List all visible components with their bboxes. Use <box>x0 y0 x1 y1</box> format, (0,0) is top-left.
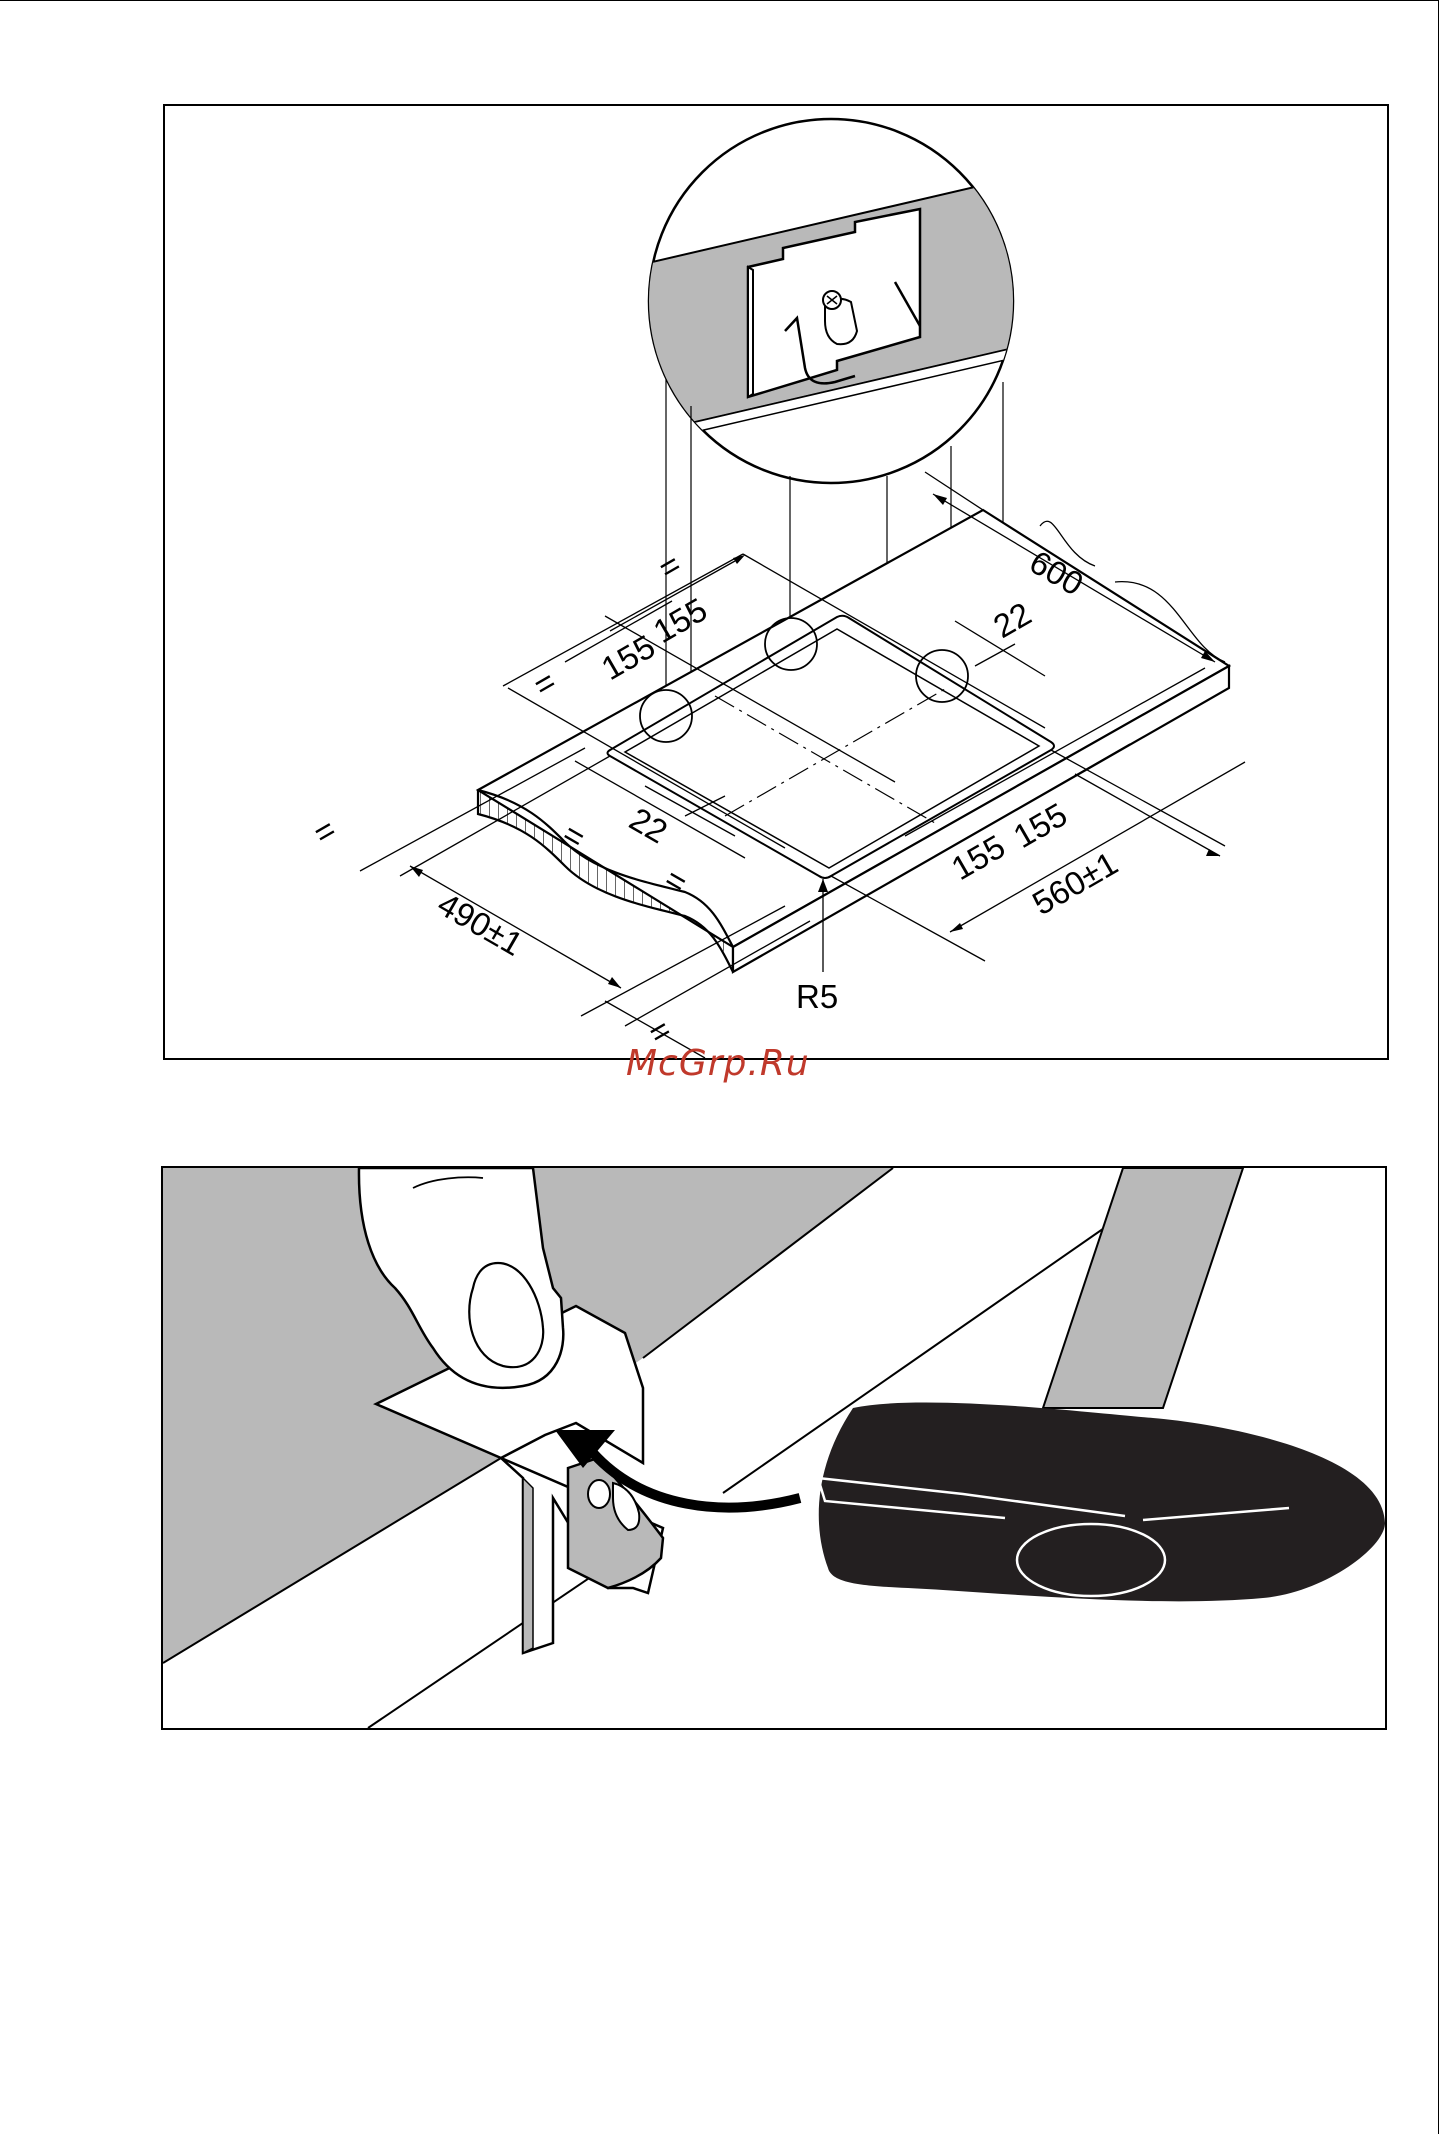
dimension-490: 490±1 <box>432 885 530 963</box>
page-top-edge <box>0 0 1438 1</box>
worktop-slab <box>478 510 1229 972</box>
clip-installation-figure <box>161 1166 1387 1730</box>
cutout-diagram-svg: 600 560±1 490±1 155 155 155 155 22 22 R5… <box>165 106 1387 1058</box>
equal-mark-1: = <box>527 662 562 704</box>
equal-mark-5: = <box>307 810 342 852</box>
equal-mark-2: = <box>652 545 687 587</box>
watermark: McGrp.Ru <box>626 1043 810 1084</box>
clip-installation-svg <box>163 1168 1385 1728</box>
dimension-155-upper-b: 155 <box>647 590 713 650</box>
dimension-560: 560±1 <box>1026 844 1124 922</box>
cutout-dimensions-figure: 600 560±1 490±1 155 155 155 155 22 22 R5… <box>163 104 1389 1060</box>
dimension-155-upper-a: 155 <box>595 627 661 687</box>
dimension-r5: R5 <box>796 978 838 1015</box>
